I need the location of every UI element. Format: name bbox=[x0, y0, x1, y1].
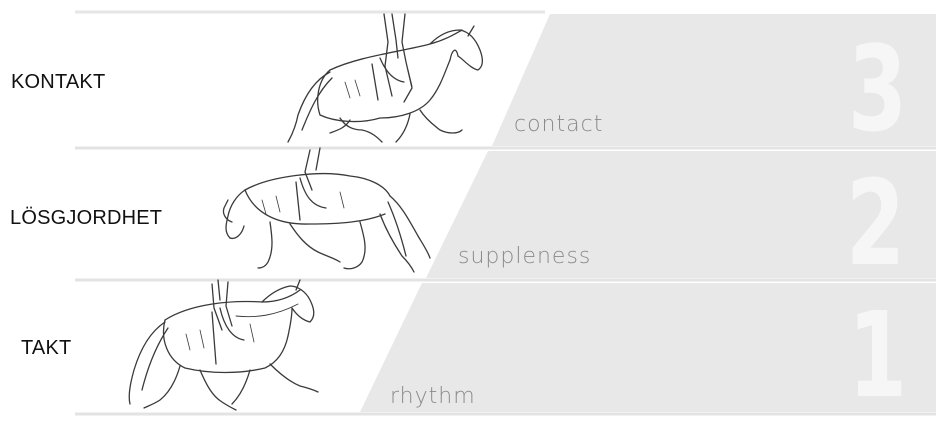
label-kontakt: KONTAKT bbox=[11, 71, 106, 93]
horse-trot-rider-on-bit-illustration bbox=[287, 13, 484, 143]
label-contact: contact bbox=[514, 112, 604, 137]
label-suppleness: suppleness bbox=[458, 244, 592, 269]
step-number-2: 2 bbox=[846, 154, 906, 292]
label-takt: TAKT bbox=[21, 337, 72, 359]
label-rhythm: rhythm bbox=[390, 384, 476, 409]
step-number-3: 3 bbox=[848, 20, 908, 158]
band-level-3 bbox=[492, 14, 936, 146]
band-level-1 bbox=[360, 283, 936, 412]
horse-trot-stretching-low-illustration bbox=[222, 147, 431, 273]
step-number-1: 1 bbox=[848, 286, 908, 424]
band-level-2 bbox=[426, 151, 936, 278]
label-losgjordhet: LÖSGJORDHET bbox=[10, 207, 163, 229]
horse-trot-rider-illustration bbox=[128, 279, 319, 411]
